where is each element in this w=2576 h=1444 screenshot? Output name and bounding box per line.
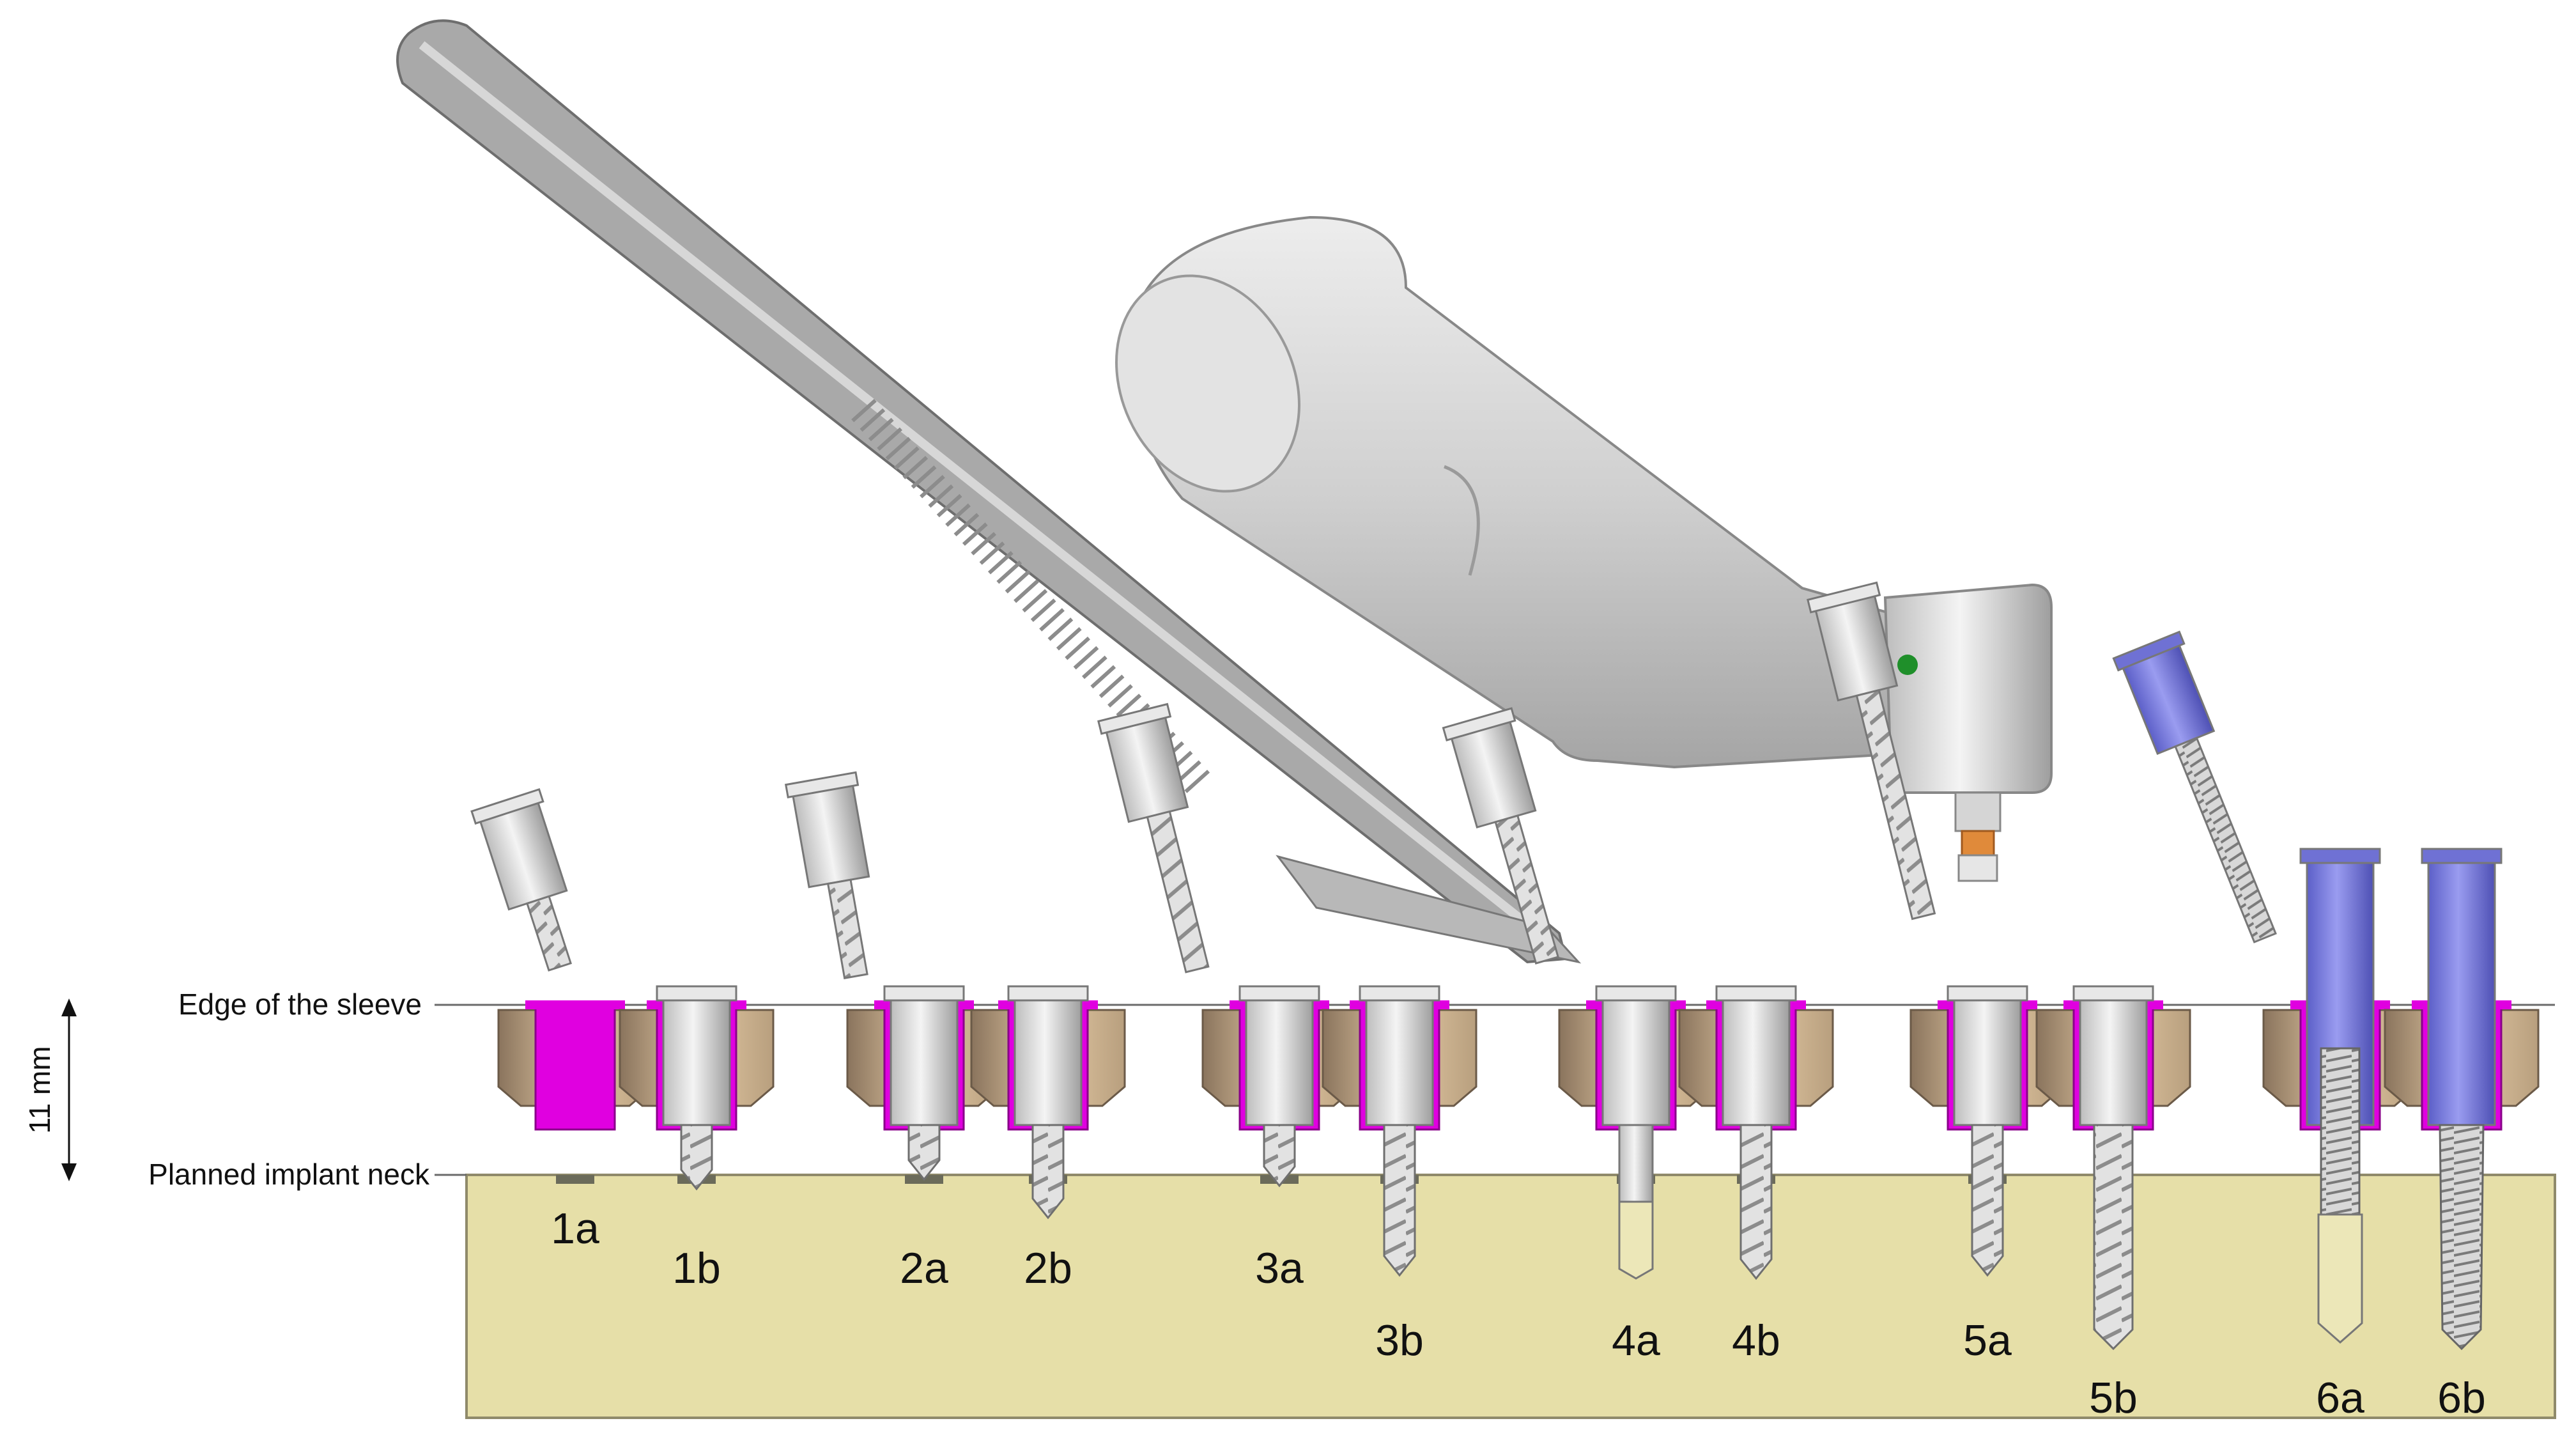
- step-1a: [497, 1000, 653, 1184]
- instrument-shank: [1601, 993, 1670, 1126]
- instrument-shank: [1722, 993, 1791, 1126]
- step-label-1a: 1a: [551, 1204, 599, 1253]
- step-6b: [2384, 848, 2540, 1351]
- implant-thread: [2320, 1047, 2361, 1216]
- step-2a: [846, 985, 1002, 1184]
- instrument-collar: [1807, 581, 1881, 614]
- implant-body: [2317, 1213, 2363, 1344]
- drill-bit: [1971, 1124, 2004, 1277]
- dimension-arrow: [61, 998, 77, 1181]
- instrument-head: [791, 780, 870, 889]
- step-label-6a: 6a: [2316, 1374, 2364, 1422]
- step-label-3a: 3a: [1255, 1244, 1304, 1293]
- instrument-shank: [1365, 993, 1434, 1126]
- instrument-tip: [2174, 736, 2277, 943]
- instrument-collar: [2421, 848, 2503, 864]
- instrument-collar: [1097, 703, 1172, 735]
- step-label-4a: 4a: [1612, 1316, 1660, 1365]
- guide-sleeve: [534, 1004, 616, 1131]
- step-1b: [619, 985, 775, 1191]
- drill-bit: [1383, 1124, 1416, 1277]
- gauge-tip: [1618, 1200, 1654, 1280]
- step-label-1b: 1b: [672, 1244, 721, 1293]
- step-label-4b: 4b: [1732, 1316, 1780, 1365]
- instrument-collar: [1442, 707, 1516, 741]
- approaching-instrument: [2112, 630, 2277, 943]
- instrument-tip: [1855, 688, 1936, 920]
- instrument-tip: [525, 895, 573, 972]
- instrument-tip: [826, 878, 868, 979]
- instrument-collar: [470, 788, 544, 825]
- instrument-tip: [1494, 814, 1560, 965]
- instrument-shank: [1014, 993, 1083, 1126]
- approaching-instrument: [1807, 581, 1936, 920]
- instrument-collar: [784, 771, 860, 799]
- step-4b: [1678, 985, 1834, 1280]
- step-label-5b: 5b: [2089, 1374, 2138, 1422]
- instrument-shank: [2079, 993, 2148, 1126]
- drill-bit: [680, 1124, 713, 1191]
- instrument-shank: [1953, 993, 2022, 1126]
- instrument-collar: [656, 985, 737, 1002]
- dimension-label: 11 mm: [23, 1046, 56, 1133]
- approaching-instrument: [1097, 703, 1210, 974]
- instrument-collar: [1007, 985, 1089, 1002]
- implant-thread: [2439, 1124, 2485, 1351]
- bone-block: [465, 1174, 2556, 1419]
- instrument-collar: [1595, 985, 1677, 1002]
- implant-driver: [2427, 855, 2496, 1126]
- step-3a: [1201, 985, 1357, 1188]
- step-label-3b: 3b: [1375, 1316, 1424, 1365]
- step-5a: [1909, 985, 2065, 1277]
- instrument-collar: [883, 985, 965, 1002]
- step-labels: 1a 1b 2a 2b 3a 3b 4a 4b 5a 5b 6a 6b: [551, 1204, 2486, 1422]
- depth-gauge: [1618, 1124, 1654, 1203]
- step-2b: [970, 985, 1126, 1220]
- instrument-collar: [1715, 985, 1797, 1002]
- instrument-collar: [1238, 985, 1320, 1002]
- sleeve-collar: [525, 1000, 625, 1009]
- drill-bit: [1031, 1124, 1065, 1220]
- approaching-instrument: [470, 788, 573, 972]
- neck-marker: [556, 1175, 594, 1184]
- instrument-steps: [470, 581, 2540, 1351]
- handpiece: [1115, 215, 2053, 882]
- approaching-instrument: [1442, 707, 1560, 965]
- drill-bit: [907, 1124, 941, 1181]
- approaching-instrument: [784, 771, 870, 979]
- instrument-shank: [662, 993, 731, 1126]
- implant-neck-label: Planned implant neck: [148, 1158, 430, 1191]
- step-3b: [1322, 985, 1477, 1277]
- step-label-2a: 2a: [900, 1244, 948, 1293]
- instrument-collar: [1359, 985, 1440, 1002]
- step-label-5a: 5a: [1963, 1316, 2012, 1365]
- instrument-collar: [2072, 985, 2154, 1002]
- instrument-collar: [2299, 848, 2381, 864]
- step-label-6b: 6b: [2437, 1374, 2486, 1422]
- step-4a: [1558, 985, 1714, 1280]
- drill-bit: [1263, 1124, 1296, 1188]
- step-5b: [2035, 985, 2191, 1351]
- step-label-2b: 2b: [1024, 1244, 1072, 1293]
- instrument-shank: [1245, 993, 1314, 1126]
- instrument-shank: [890, 993, 959, 1126]
- sleeve-edge-label: Edge of the sleeve: [178, 988, 422, 1021]
- instrument-collar: [2112, 630, 2186, 672]
- drill-bit: [1739, 1124, 1773, 1280]
- step-6a: [2262, 848, 2418, 1344]
- drill-bit: [2093, 1124, 2134, 1351]
- instrument-collar: [1947, 985, 2028, 1002]
- instrument-tip: [1146, 810, 1210, 974]
